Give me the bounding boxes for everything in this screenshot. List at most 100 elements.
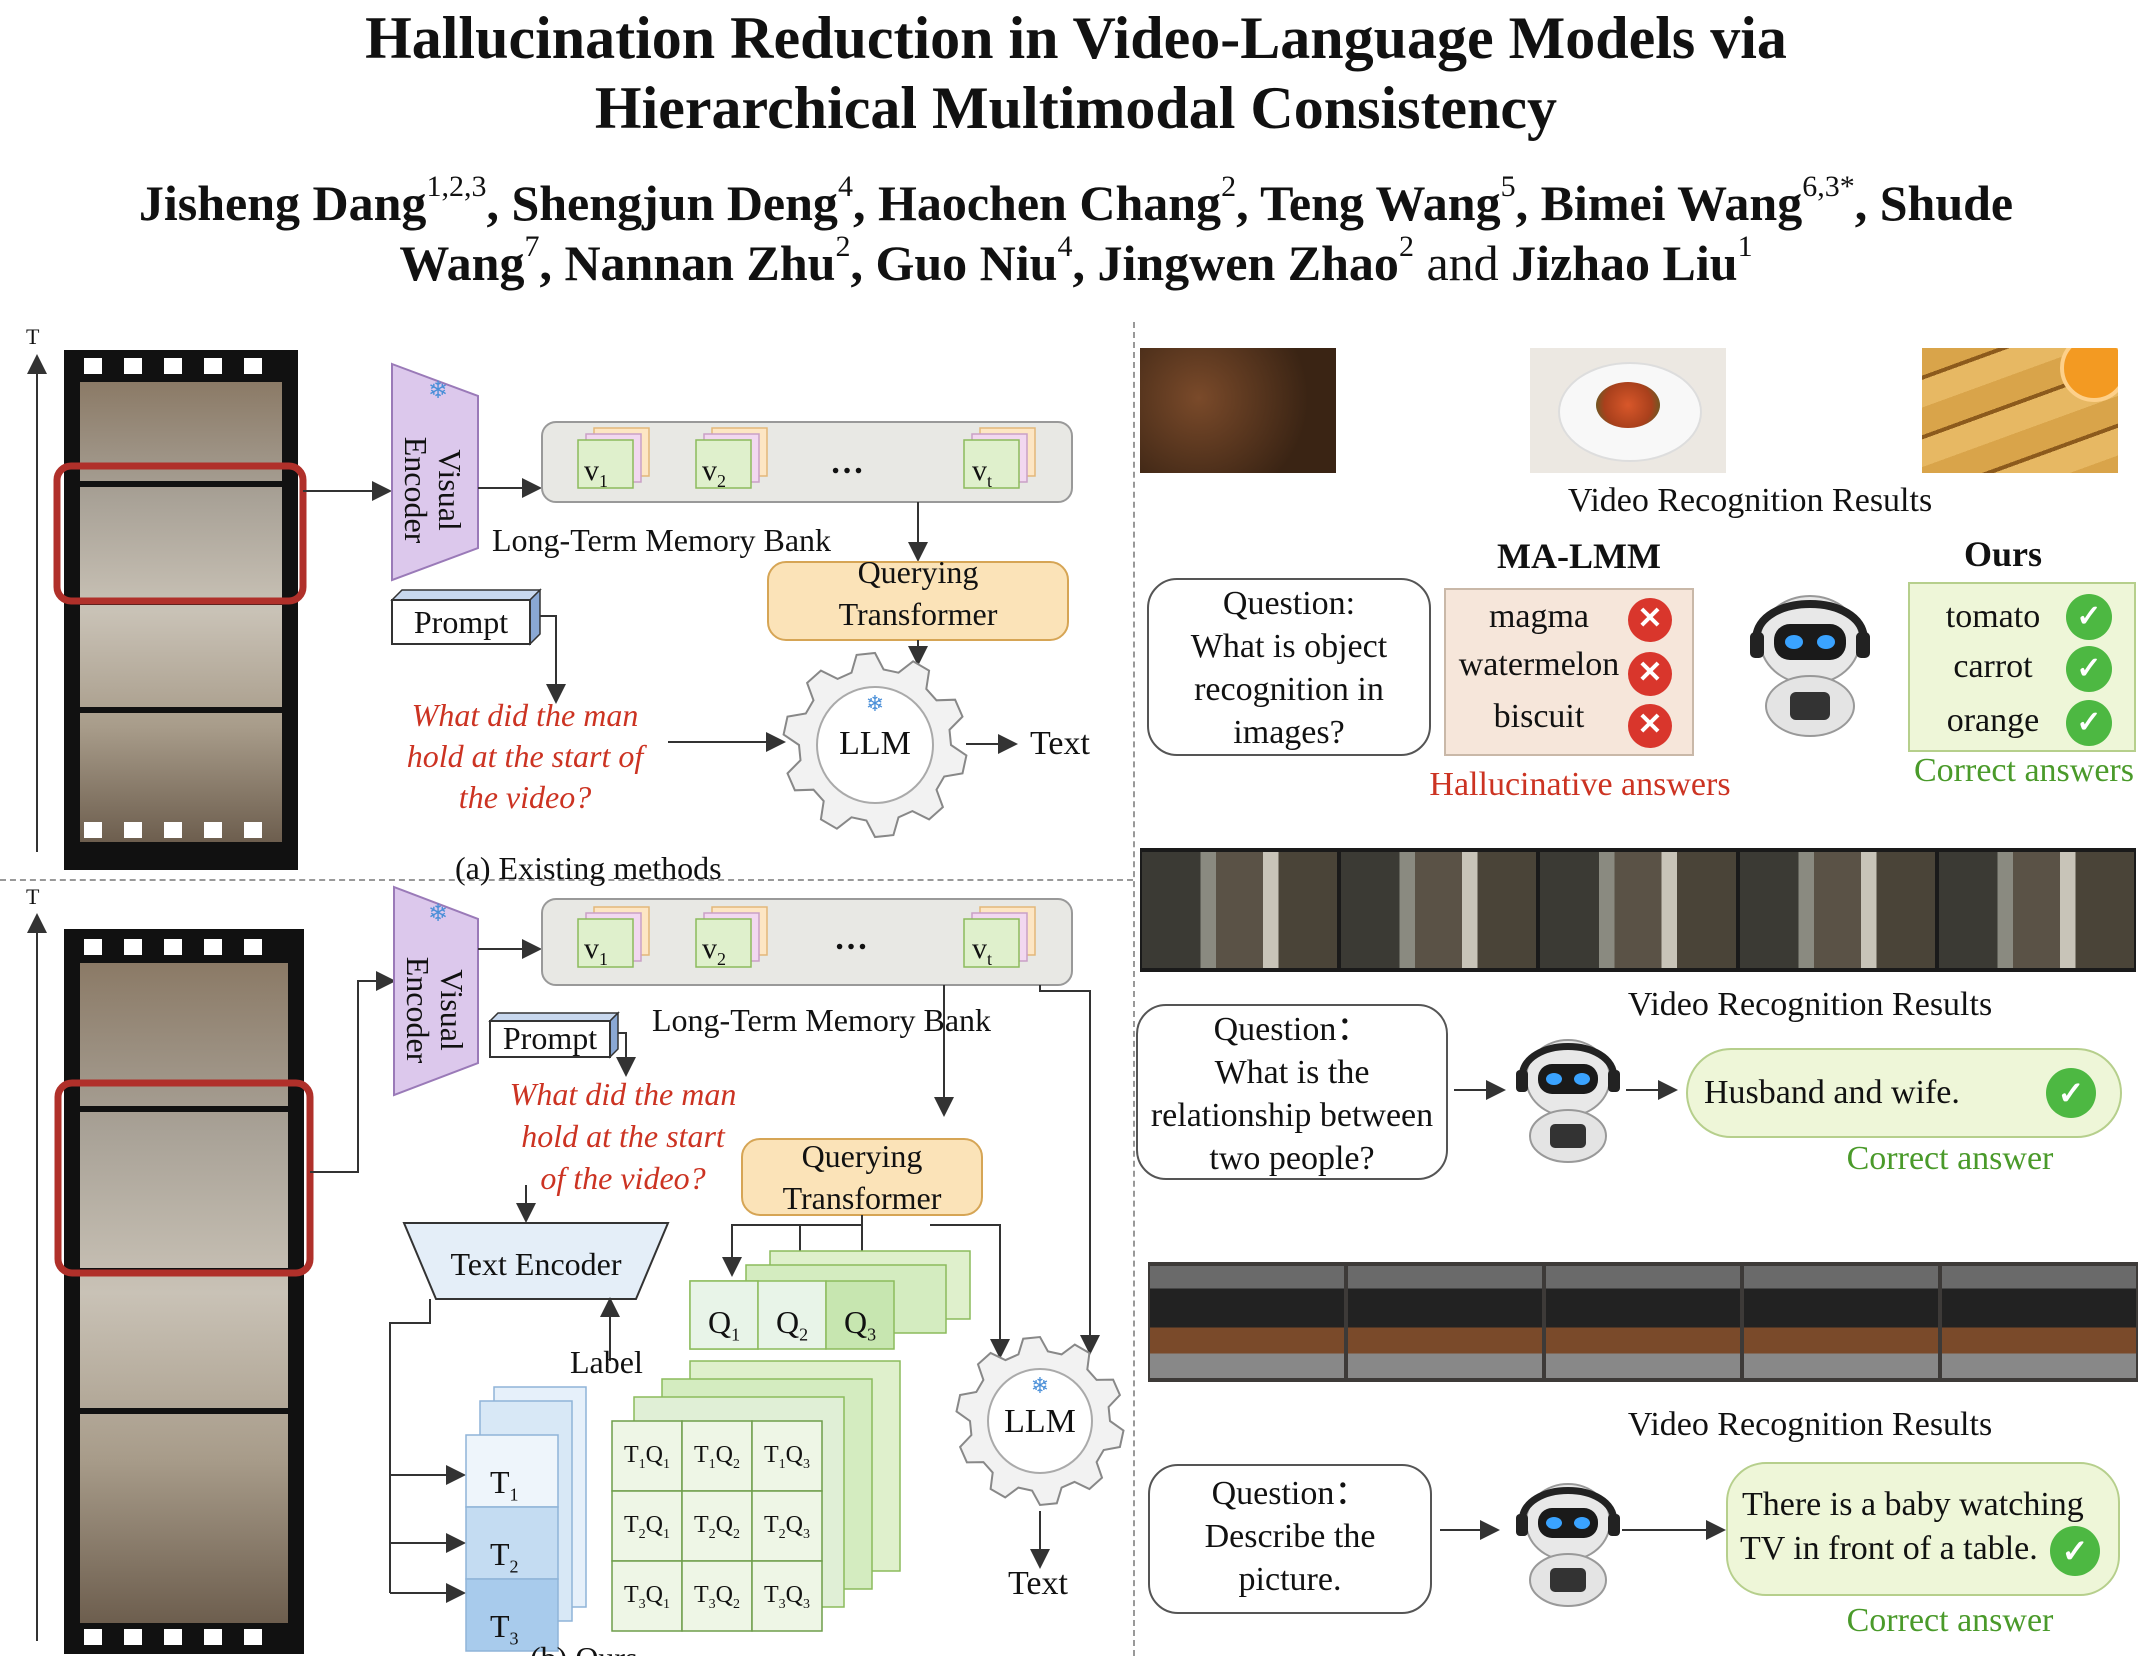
panel3-heading: Video Recognition Results xyxy=(1627,1406,1993,1443)
panel3-answer-l2: TV in front of a table. xyxy=(1740,1530,2038,1567)
video-frame-plate xyxy=(1530,348,1726,473)
memory-token-v1-b: v1 xyxy=(584,932,608,969)
panel1-question-l3: recognition in xyxy=(1194,671,1384,708)
similarity-cell: T1Q3 xyxy=(763,1442,810,1472)
panel2-question-l4: two people? xyxy=(1209,1140,1375,1177)
video-thumbnail xyxy=(1739,852,1935,968)
text-token-t2: T2 xyxy=(490,1536,519,1577)
paper-title-line1: Hallucination Reduction in Video-Languag… xyxy=(365,5,1787,71)
check-icon: ✓ xyxy=(2050,1526,2100,1576)
panel1-question-l1: Question: xyxy=(1222,585,1356,622)
panel3-question-l1: Question： xyxy=(1211,1475,1369,1512)
similarity-cell: T3Q2 xyxy=(693,1582,740,1612)
video-thumbnail xyxy=(1341,852,1537,968)
query-q3: Q3 xyxy=(844,1304,877,1345)
robot-icon xyxy=(1508,1476,1628,1608)
baseline-answer-3: biscuit xyxy=(1493,698,1585,735)
memory-bank-label-b: Long-Term Memory Bank xyxy=(652,1002,992,1038)
memory-token-v2-a: v2 xyxy=(702,454,726,491)
similarity-cell: T2Q2 xyxy=(693,1512,740,1542)
caption-a: (a) Existing methods xyxy=(455,850,722,886)
figure-b-diagram: ❄ xyxy=(27,885,1125,1654)
ours-answer-1: tomato xyxy=(1945,598,2041,635)
video-thumbnail xyxy=(1540,852,1736,968)
question-b-l1: What did the man xyxy=(509,1076,737,1112)
robot-icon xyxy=(1508,1032,1628,1164)
time-axis-label-a: T xyxy=(26,324,40,349)
svg-text:❄: ❄ xyxy=(1031,1373,1049,1398)
baseline-answer-2: watermelon xyxy=(1458,646,1620,683)
figure-a-diagram: ❄ ❄ xyxy=(27,350,1073,870)
output-text-b: Text xyxy=(1008,1565,1068,1602)
similarity-cell: T2Q1 xyxy=(623,1512,670,1542)
panel2-heading: Video Recognition Results xyxy=(1627,986,1993,1023)
wrong-icon: ✕ xyxy=(1628,598,1672,642)
panel1-question-box: Question: What is object recognition in … xyxy=(1147,578,1431,756)
prompt-label-b: Prompt xyxy=(502,1020,598,1056)
panel-divider-horizontal xyxy=(0,879,1133,881)
visual-encoder-label-a: Visual Encoder xyxy=(398,436,468,544)
video-thumbnail xyxy=(1348,1266,1542,1378)
panel2-question-l2: What is the xyxy=(1214,1054,1370,1091)
llm-label-b: LLM xyxy=(1004,1403,1076,1440)
output-text-a: Text xyxy=(1030,725,1090,762)
label-label: Label xyxy=(570,1344,643,1380)
memory-token-ellipsis-b: … xyxy=(834,920,868,957)
panel3-arrows xyxy=(1440,1520,1726,1540)
video-strip-couple xyxy=(1140,848,2136,972)
querying-transformer-a-l1: Querying xyxy=(857,554,979,590)
robot-icon xyxy=(1740,588,1880,738)
panel3-question-box: Question： Describe the picture. xyxy=(1148,1464,1432,1614)
memory-token-vt-a: vt xyxy=(972,454,993,491)
author-line-1: Jisheng Dang1,2,3, Shengjun Deng4, Haoch… xyxy=(138,170,2014,231)
similarity-cell: T2Q3 xyxy=(763,1512,810,1542)
panel3-answer-l1: There is a baby watching xyxy=(1742,1486,2084,1523)
question-b-l2: hold at the start xyxy=(521,1118,725,1154)
wrong-icon: ✕ xyxy=(1628,652,1672,696)
check-icon: ✓ xyxy=(2066,646,2112,692)
text-encoder-label: Text Encoder xyxy=(450,1246,622,1282)
panel-divider-vertical xyxy=(1133,322,1135,1656)
similarity-cell: T3Q1 xyxy=(623,1582,670,1612)
video-frame-sauce xyxy=(1140,348,1336,473)
video-thumbnail xyxy=(1938,852,2134,968)
llm-label-a: LLM xyxy=(839,725,911,762)
video-thumbnail xyxy=(1142,852,1338,968)
svg-text:❄: ❄ xyxy=(866,691,884,716)
check-icon: ✓ xyxy=(2066,700,2112,746)
time-axis-label-b: T xyxy=(26,884,40,909)
check-icon: ✓ xyxy=(2066,594,2112,640)
panel2-caption: Correct answer xyxy=(1846,1140,2054,1177)
video-frame-orange-slices xyxy=(1922,348,2118,473)
query-q2: Q2 xyxy=(776,1304,809,1345)
text-token-t3: T3 xyxy=(490,1608,519,1649)
question-a-l2: hold at the start of xyxy=(406,738,644,774)
svg-text:❄: ❄ xyxy=(428,378,448,404)
panel3-question-l3: picture. xyxy=(1238,1561,1342,1598)
baseline-caption: Hallucinative answers xyxy=(1429,766,1731,803)
visual-encoder-label-b: Visual Encoder xyxy=(400,956,470,1064)
text-token-t1: T1 xyxy=(490,1464,519,1505)
memory-token-v1-a: v1 xyxy=(584,454,608,491)
panel2-question-l1: Question： xyxy=(1213,1011,1371,1048)
ours-name: Ours xyxy=(1963,534,2042,574)
querying-transformer-b-l2: Transformer xyxy=(782,1180,942,1216)
panel3-question-l2: Describe the xyxy=(1204,1518,1376,1555)
author-line-2: Wang7, Nannan Zhu2, Guo Niu4, Jingwen Zh… xyxy=(399,230,1753,291)
panel3-answer-bubble xyxy=(1726,1462,2120,1596)
baseline-name: MA-LMM xyxy=(1497,536,1661,576)
memory-token-vt-b: vt xyxy=(972,932,993,969)
panel3-caption: Correct answer xyxy=(1846,1602,2054,1639)
similarity-cell: T1Q1 xyxy=(623,1442,670,1472)
similarity-cell: T3Q3 xyxy=(763,1582,810,1612)
video-strip-baby xyxy=(1148,1262,2138,1382)
panel2-answer: Husband and wife. xyxy=(1704,1074,1960,1111)
panel1-heading: Video Recognition Results xyxy=(1567,482,1933,519)
check-icon: ✓ xyxy=(2046,1068,2096,1118)
video-thumbnail xyxy=(1150,1266,1344,1378)
similarity-cell: T1Q2 xyxy=(693,1442,740,1472)
query-q1: Q1 xyxy=(708,1304,741,1345)
memory-token-v2-b: v2 xyxy=(702,932,726,969)
svg-text:❄: ❄ xyxy=(428,901,448,927)
